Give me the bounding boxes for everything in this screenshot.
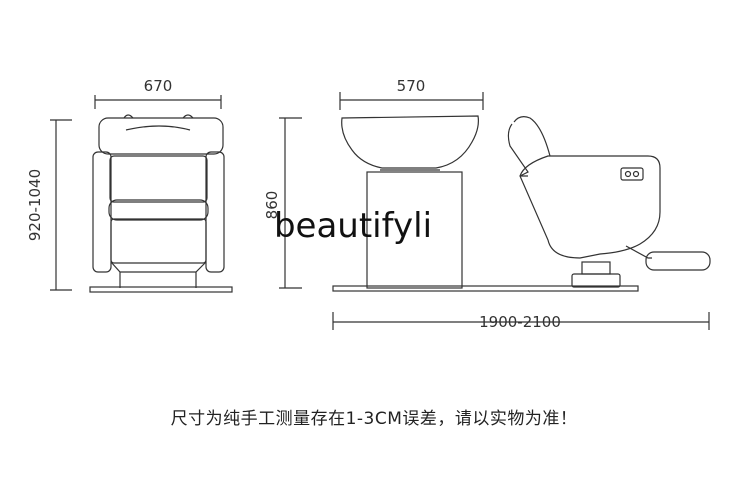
control-panel — [620, 167, 644, 181]
side-seat-body — [519, 155, 661, 259]
front-seat — [108, 199, 209, 221]
measurement-note: 尺寸为纯手工测量存在1-3CM误差，请以实物为准！ — [170, 409, 578, 429]
front-height-label: 920-1040 — [26, 169, 44, 241]
watermark-text: beautifyli — [274, 206, 432, 246]
front-view-chair — [50, 95, 233, 293]
side-footrest — [645, 251, 711, 271]
front-width-label: 670 — [144, 77, 173, 95]
side-view-chair — [279, 92, 711, 330]
side-backrest — [513, 116, 551, 157]
side-chair-column — [581, 261, 611, 275]
total-length-label: 1900-2100 — [479, 313, 561, 331]
wash-basin — [341, 115, 479, 169]
side-base-plate — [332, 285, 639, 292]
basin-height-label: 860 — [263, 191, 281, 220]
front-right-armrest — [205, 151, 225, 273]
front-base-plate — [89, 286, 233, 293]
basin-pedestal — [366, 171, 463, 289]
front-headrest — [98, 117, 224, 155]
basin-width-label: 570 — [397, 77, 426, 95]
front-left-armrest — [92, 151, 112, 273]
front-backrest — [109, 155, 208, 203]
